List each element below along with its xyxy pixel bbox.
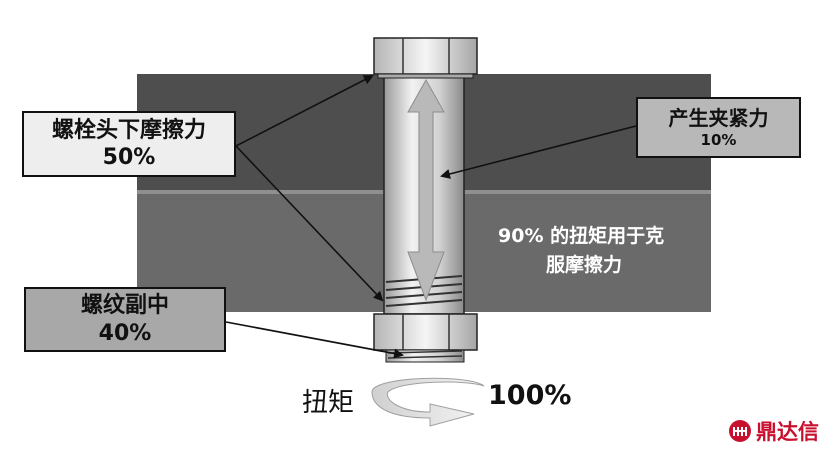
leader-arrows bbox=[225, 75, 637, 359]
bolt-tail bbox=[385, 349, 465, 363]
head-friction-percent: 50% bbox=[102, 145, 156, 170]
ddx-logo-icon bbox=[729, 420, 751, 442]
brand-logo: 鼎达信 bbox=[728, 416, 819, 446]
arrow-thread-to-tail bbox=[225, 321, 404, 359]
plate-note-line1: 90% 的扭矩用于克 bbox=[498, 225, 665, 247]
plate-note: 90% 的扭矩用于克 服摩擦力 bbox=[498, 222, 708, 281]
arrow-head-friction-to-threads bbox=[235, 145, 384, 302]
clamp-force-label: 产生夹紧力 bbox=[668, 105, 769, 130]
arrow-head-friction-to-head bbox=[235, 75, 374, 147]
torque-label: 扭矩 bbox=[302, 388, 355, 418]
plate-note-line2: 服摩擦力 bbox=[546, 254, 623, 277]
arrow-clamp-to-shank bbox=[440, 125, 637, 179]
head-friction-box: 螺栓头下摩擦力 50% bbox=[22, 111, 236, 177]
torque-percent: 100% bbox=[488, 380, 572, 411]
nut bbox=[373, 313, 478, 351]
clamp-force-percent: 10% bbox=[700, 130, 737, 149]
torque-rotation-arrow bbox=[371, 377, 485, 427]
logo-text: 鼎达信 bbox=[756, 420, 819, 444]
thread-friction-label: 螺纹副中 bbox=[80, 293, 169, 318]
thread-friction-percent: 40% bbox=[98, 320, 152, 346]
thread-friction-box: 螺纹副中 40% bbox=[24, 287, 226, 352]
bolt-head bbox=[373, 37, 478, 79]
clamp-force-box: 产生夹紧力 10% bbox=[636, 97, 801, 158]
head-friction-label: 螺栓头下摩擦力 bbox=[51, 117, 206, 143]
tension-double-arrow bbox=[407, 78, 445, 302]
